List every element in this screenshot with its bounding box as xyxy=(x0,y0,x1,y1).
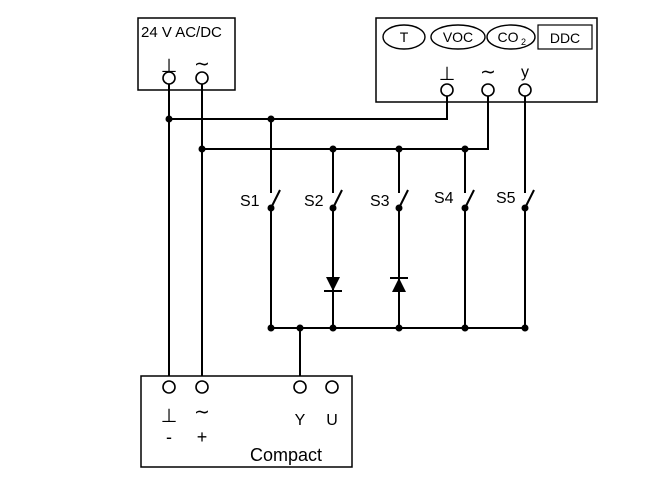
actuator-ground-terminal xyxy=(162,380,176,394)
sensor-block: T VOC CO 2 DDC ⊥ ∼ y xyxy=(375,17,598,103)
switch-s1-label: S1 xyxy=(240,193,260,210)
junction-dot xyxy=(267,115,275,123)
ac-bus xyxy=(202,96,489,150)
switch-s5-label: S5 xyxy=(496,190,516,207)
actuator-minus-label: - xyxy=(166,427,172,447)
actuator-ground-symbol: ⊥ xyxy=(161,406,178,427)
supply-ground-terminal xyxy=(162,71,176,85)
voc-label: VOC xyxy=(443,29,473,45)
actuator-y-label: Y xyxy=(295,412,306,429)
sensor-ground-terminal xyxy=(440,83,454,97)
switch-s4: S4 xyxy=(434,189,475,209)
actuator-plus-label: + xyxy=(197,427,208,447)
switch-s5: S5 xyxy=(496,189,535,209)
actuator-u-label: U xyxy=(326,412,338,429)
diode-s2 xyxy=(324,277,342,292)
power-supply-block: 24 V AC/DC ⊥ ∼ xyxy=(137,17,236,91)
actuator-ac-terminal xyxy=(195,380,209,394)
switch-s2-label: S2 xyxy=(304,193,324,210)
junction-dot xyxy=(461,324,469,332)
switch-s3-label: S3 xyxy=(370,193,390,210)
junction-dot xyxy=(267,204,275,212)
temperature-label: T xyxy=(400,29,409,45)
junction-dots xyxy=(165,115,529,332)
power-supply-title: 24 V AC/DC xyxy=(141,24,222,41)
supply-ground-symbol: ⊥ xyxy=(161,56,178,77)
power-supply-box xyxy=(137,17,236,91)
sensor-ac-symbol: ∼ xyxy=(480,62,496,83)
junction-dot xyxy=(296,324,304,332)
actuator-y-terminal xyxy=(293,380,307,394)
ground-bus xyxy=(169,96,448,120)
sensor-ac-terminal xyxy=(481,83,495,97)
diode-icon xyxy=(326,277,340,291)
switch-contacts: S1 S2 S3 S4 S5 xyxy=(240,189,535,210)
junction-dot xyxy=(329,145,337,153)
voc-badge xyxy=(430,24,486,50)
ddc-label: DDC xyxy=(550,30,580,46)
junction-dot xyxy=(198,145,206,153)
junction-dot xyxy=(521,324,529,332)
junction-dot xyxy=(395,324,403,332)
junction-dot xyxy=(521,204,529,212)
sensor-ground-symbol: ⊥ xyxy=(439,64,456,85)
junction-dot xyxy=(395,145,403,153)
sensor-y-symbol: y xyxy=(521,64,529,81)
supply-ac-symbol: ∼ xyxy=(194,54,210,75)
actuator-u-terminal xyxy=(325,380,339,394)
temperature-badge xyxy=(382,24,426,50)
actuator-name: Compact xyxy=(250,445,322,465)
actuator-box xyxy=(140,375,353,468)
junction-dot xyxy=(329,204,337,212)
diode-icon xyxy=(392,278,406,292)
sensor-y-terminal xyxy=(518,83,532,97)
ddc-badge xyxy=(537,24,593,50)
wiring xyxy=(168,84,526,381)
actuator-block: ⊥ ∼ Y U - + Compact xyxy=(140,375,353,468)
junction-dot xyxy=(329,324,337,332)
junction-dot xyxy=(165,115,173,123)
switch-s4-label: S4 xyxy=(434,190,454,207)
junction-dot xyxy=(267,324,275,332)
junction-dot xyxy=(395,204,403,212)
co2-badge xyxy=(486,24,536,50)
co2-label: CO xyxy=(498,29,519,45)
junction-dot xyxy=(461,145,469,153)
co2-subscript: 2 xyxy=(521,37,526,47)
junction-dot xyxy=(461,204,469,212)
supply-ac-terminal xyxy=(195,71,209,85)
diode-s3 xyxy=(390,277,408,292)
actuator-ac-symbol: ∼ xyxy=(194,402,210,423)
